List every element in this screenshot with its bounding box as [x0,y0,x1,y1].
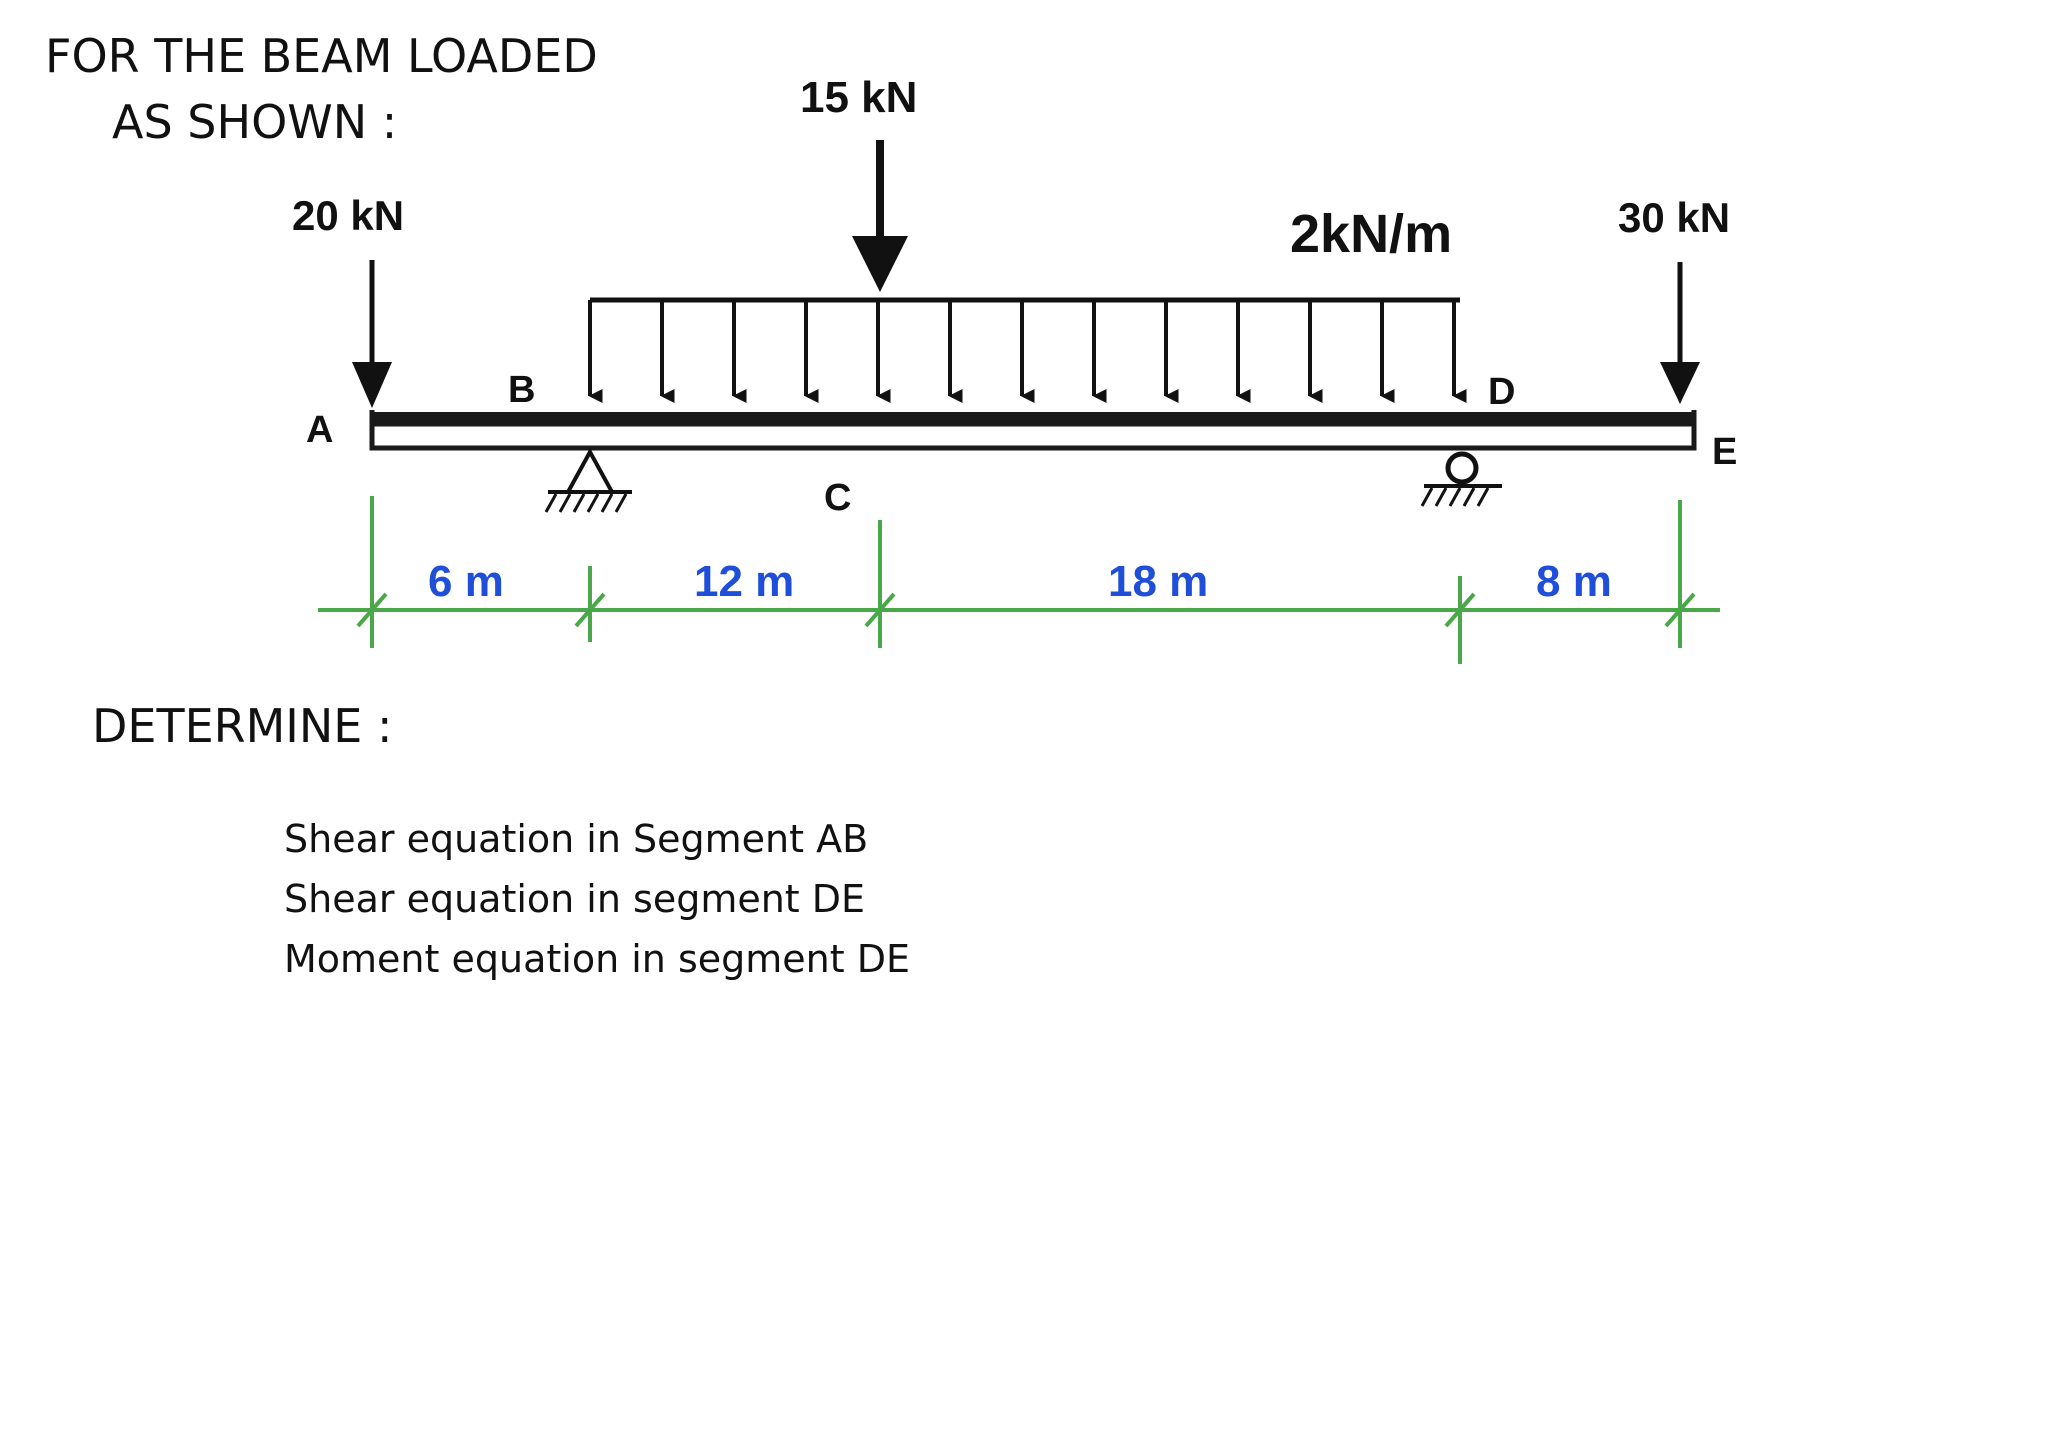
point-load-e [1660,262,1700,404]
dimension-bc: 12 m [694,557,794,606]
distributed-load [588,297,1467,403]
problem-title-line2: AS SHOWN : [112,95,397,149]
load-label-c: 15 kN [800,73,917,122]
point-label-a: A [306,409,333,451]
distributed-load-label: 2kN/m [1290,204,1452,264]
determine-heading: DETERMINE : [92,699,392,753]
dimension-line [318,496,1720,664]
load-label-a: 20 kN [292,192,404,239]
task-shear-ab: Shear equation in Segment AB [284,817,868,861]
point-label-b: B [508,369,535,411]
pin-support-b [544,447,632,513]
point-label-d: D [1488,371,1515,413]
load-label-e: 30 kN [1618,194,1730,241]
beam [369,410,1697,451]
dimension-de: 8 m [1536,557,1612,606]
point-load-a [352,260,392,408]
task-moment-de: Moment equation in segment DE [284,937,910,981]
point-label-c: C [824,477,851,519]
point-label-e: E [1712,431,1737,473]
problem-title-line1: FOR THE BEAM LOADED [45,29,598,83]
dimension-cd: 18 m [1108,557,1208,606]
point-load-c [852,140,908,292]
task-shear-de: Shear equation in segment DE [284,877,865,921]
roller-support-d [1420,451,1502,507]
dimension-ab: 6 m [428,557,504,606]
